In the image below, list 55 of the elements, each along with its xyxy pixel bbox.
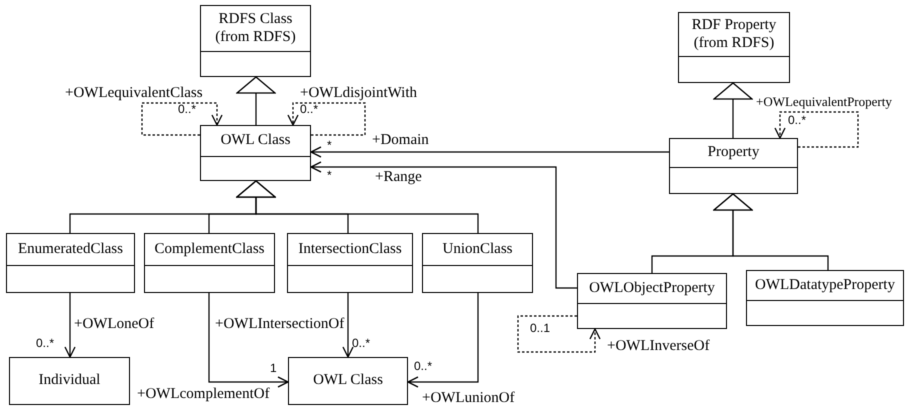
multiplicity-label: 0..* bbox=[414, 360, 432, 374]
role-name: +Range bbox=[375, 169, 422, 186]
self-association-arrow bbox=[517, 315, 601, 353]
role-name: +OWLequivalentClass bbox=[65, 85, 203, 102]
association-arrow bbox=[342, 293, 354, 358]
class-name: IntersectionClass bbox=[298, 240, 402, 258]
multiplicity-label: * bbox=[327, 139, 332, 152]
multiplicity-label: 0..* bbox=[300, 103, 318, 116]
self-association-arrow bbox=[774, 111, 859, 148]
class-box bbox=[422, 233, 533, 293]
generalization-arrow bbox=[236, 76, 276, 125]
class-box bbox=[669, 138, 798, 194]
association-arrow bbox=[310, 146, 669, 158]
class-name: OWL Class bbox=[313, 372, 383, 390]
class-name: OWLDatatypeProperty bbox=[755, 276, 895, 294]
self-association-arrow bbox=[141, 102, 223, 136]
class-name: ComplementClass bbox=[154, 240, 264, 258]
class-box bbox=[577, 273, 727, 329]
generalization-arrow bbox=[713, 82, 753, 138]
class-name: OWL Class bbox=[220, 132, 290, 150]
multiplicity-label: 1 bbox=[270, 362, 277, 376]
self-association-arrow bbox=[287, 102, 366, 136]
role-name: +OWLdisjointWith bbox=[300, 85, 418, 102]
class-box bbox=[200, 125, 311, 181]
association-arrow bbox=[208, 293, 289, 388]
class-box bbox=[288, 357, 408, 405]
multiplicity-label: 0..1 bbox=[530, 322, 550, 336]
class-name: OWLObjectProperty bbox=[589, 280, 715, 298]
multiplicity-label: 0..* bbox=[178, 103, 196, 116]
multiplicity-label: 0..* bbox=[36, 337, 54, 350]
class-name: RDFS Class bbox=[218, 11, 292, 28]
class-name: RDF Property bbox=[692, 17, 776, 34]
association-arrow bbox=[407, 293, 479, 388]
class-name: Property bbox=[708, 144, 760, 162]
multiplicity-label: 0..* bbox=[788, 114, 806, 128]
class-name: (from RDFS) bbox=[215, 28, 296, 46]
generalization-arrow bbox=[236, 180, 479, 233]
class-box bbox=[678, 12, 790, 83]
multiplicity-label: * bbox=[327, 169, 332, 182]
class-name: Individual bbox=[38, 372, 100, 390]
association-arrow bbox=[64, 293, 76, 358]
class-box bbox=[6, 233, 135, 293]
role-name: +OWLequivalentProperty bbox=[756, 95, 892, 110]
class-name: UnionClass bbox=[442, 240, 512, 258]
class-box bbox=[200, 5, 311, 77]
role-name: +OWLcomplementOf bbox=[137, 386, 270, 402]
class-box bbox=[746, 270, 904, 326]
class-box bbox=[144, 233, 275, 293]
class-name: EnumeratedClass bbox=[18, 240, 123, 258]
class-name: (from RDFS) bbox=[694, 34, 774, 52]
association-arrow bbox=[310, 161, 577, 289]
multiplicity-label: 0..* bbox=[352, 337, 370, 350]
class-box bbox=[9, 357, 130, 405]
class-box bbox=[287, 233, 413, 293]
generalization-arrow bbox=[713, 193, 829, 270]
